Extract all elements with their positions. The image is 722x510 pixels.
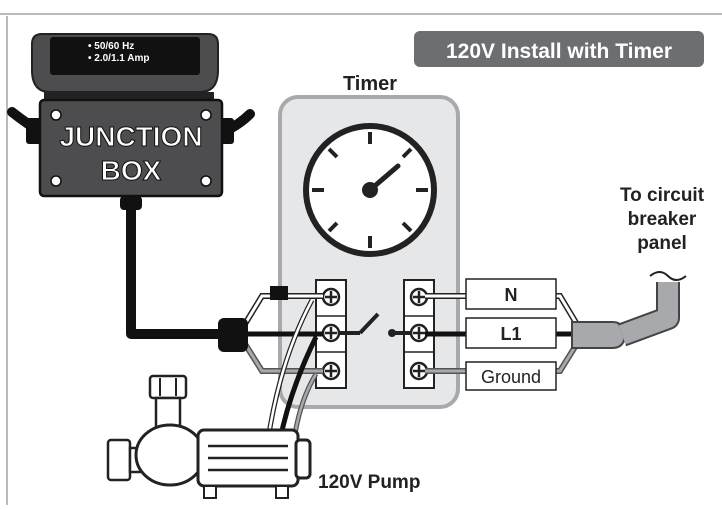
cable-break-mark xyxy=(649,271,687,281)
terminal-label-l1: L1 xyxy=(465,317,557,349)
wire-nut xyxy=(270,286,288,300)
jb-left-gland xyxy=(26,118,42,144)
terminal-screws xyxy=(321,287,429,381)
junction-box-text-2: BOX xyxy=(101,155,162,186)
terminal-l1-text: L1 xyxy=(500,324,521,344)
panel-gland xyxy=(571,321,625,349)
clock-hub xyxy=(362,182,378,198)
panel-label-3: panel xyxy=(637,233,687,254)
jb-screw-tl xyxy=(50,109,62,121)
title-badge: 120V Install with Timer xyxy=(414,31,704,67)
jb-screw-tr xyxy=(200,109,212,121)
jb-screw-br xyxy=(200,175,212,187)
title-badge-bg xyxy=(414,31,704,67)
title-badge-text: 120V Install with Timer xyxy=(446,40,672,63)
timer-enclosure: Timer xyxy=(278,73,460,409)
pump-cable-main xyxy=(126,208,222,339)
terminal-label-n: N xyxy=(465,278,557,310)
panel-label-2: breaker xyxy=(628,209,697,230)
jb-screw-bl xyxy=(50,175,62,187)
pump-icon xyxy=(106,374,312,499)
timer-clock-icon xyxy=(303,123,437,257)
power-unit-label-plate xyxy=(50,37,200,75)
junction-box: JUNCTION BOX xyxy=(7,98,255,210)
switch-blade xyxy=(358,312,380,335)
terminal-label-ground: Ground xyxy=(465,361,557,391)
pump-neutral-wire xyxy=(238,294,323,333)
timer-left-gland xyxy=(218,318,248,352)
power-unit-base xyxy=(44,92,214,102)
pump-label: 120V Pump xyxy=(318,472,420,493)
panel-cable xyxy=(618,282,678,345)
timer-label: Timer xyxy=(343,73,397,95)
pump-lead-neutral xyxy=(266,299,314,441)
junction-box-text-1: JUNCTION xyxy=(59,121,202,152)
power-unit: • 50/60 Hz • 2.0/1.1 Amp xyxy=(31,33,219,102)
panel-label-1: To circuit xyxy=(620,185,705,206)
terminal-ground-text: Ground xyxy=(481,367,541,387)
jb-bottom-gland xyxy=(120,196,142,210)
power-spec-2: • 2.0/1.1 Amp xyxy=(88,53,150,64)
power-spec-1: • 50/60 Hz xyxy=(88,41,134,52)
terminal-n-text: N xyxy=(505,285,518,305)
